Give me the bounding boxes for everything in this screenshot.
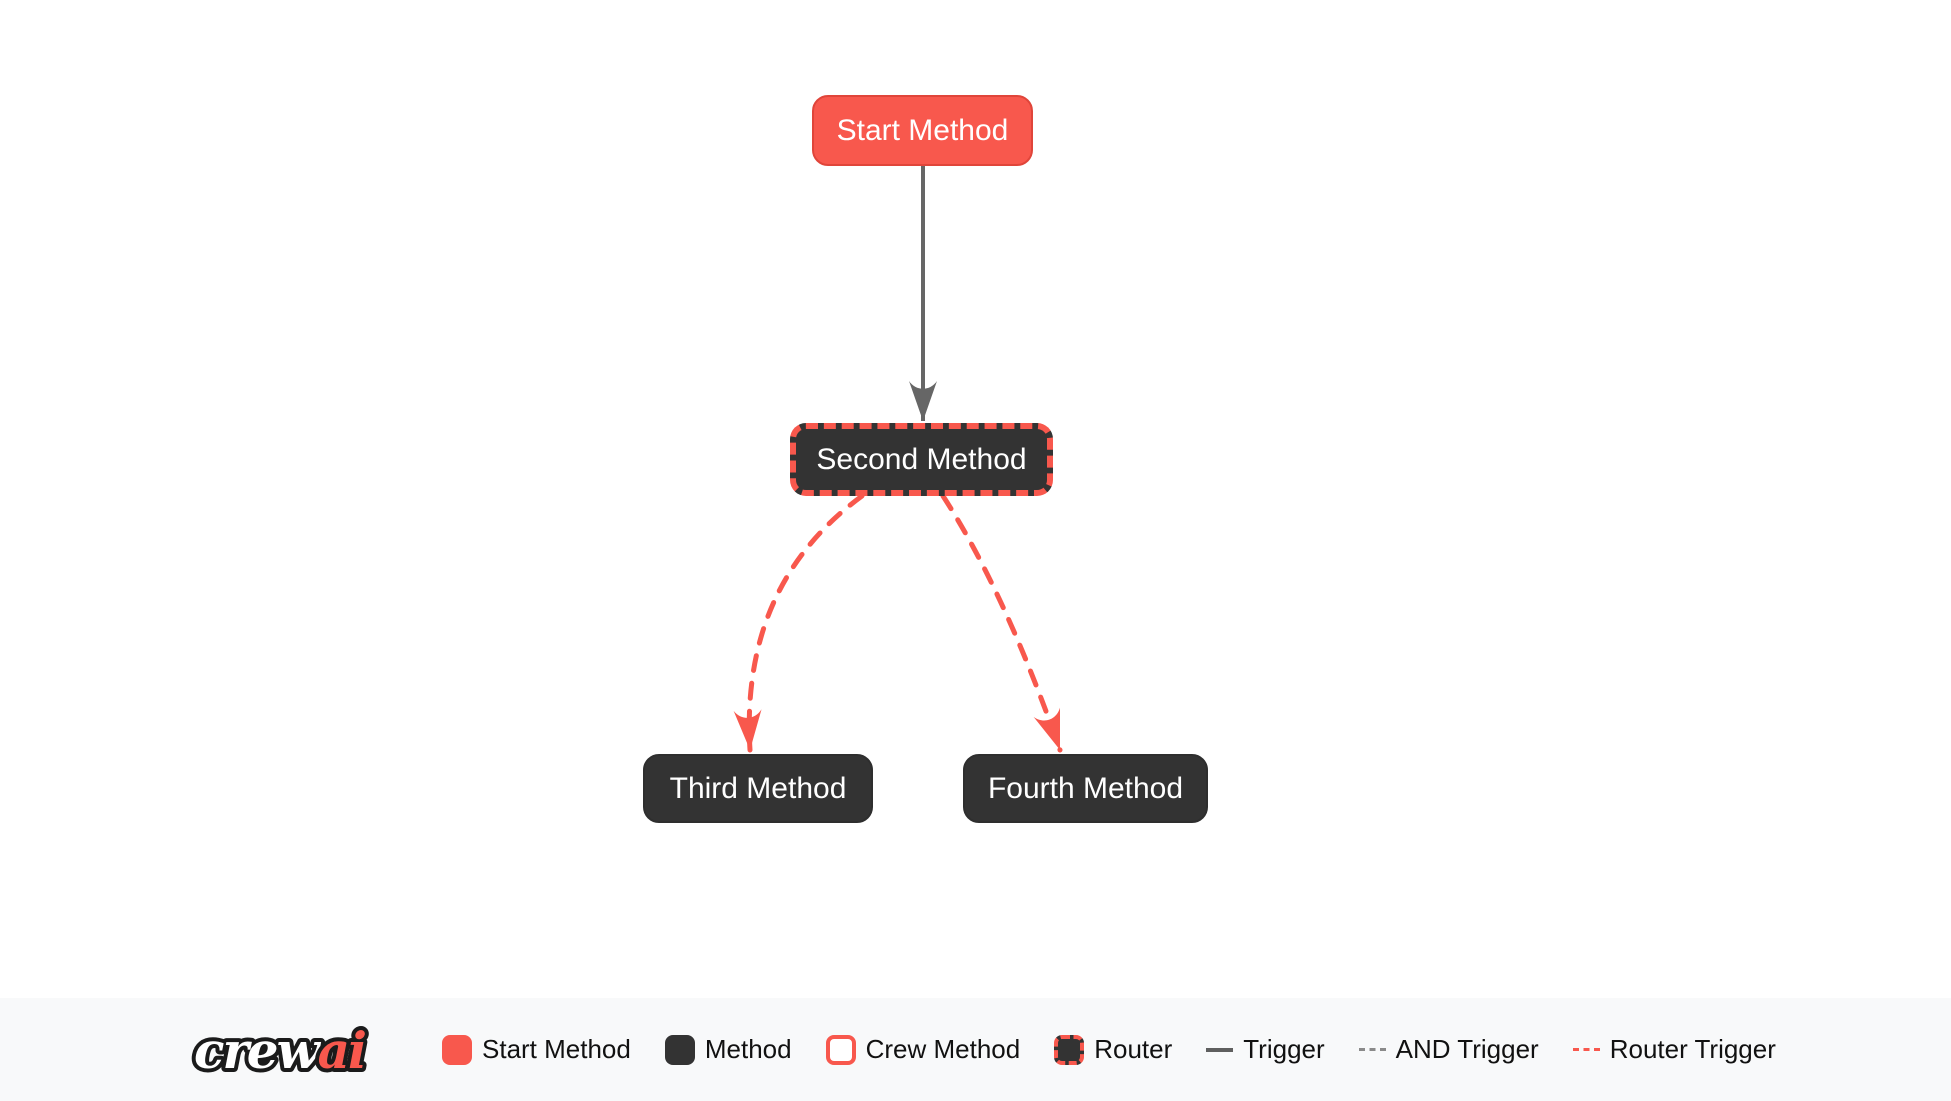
svg-text:crewai: crewai [194, 1021, 365, 1080]
start-method-swatch-icon [442, 1034, 472, 1065]
legend-bar: crewai Start Method Method Crew Method R… [0, 998, 1951, 1101]
crew-method-swatch-icon [825, 1034, 856, 1065]
edge-router-trigger-second-to-fourth[interactable] [940, 493, 1063, 753]
node-label: Third Method [669, 771, 847, 805]
legend-item-trigger: Trigger [1206, 1034, 1325, 1065]
edge-router-trigger-second-to-third[interactable] [733, 493, 865, 753]
router-trigger-line-icon [1572, 1048, 1600, 1051]
node-label: Second Method [816, 442, 1027, 476]
legend-item-crew-method: Crew Method [825, 1034, 1021, 1065]
legend-label: Router Trigger [1609, 1034, 1776, 1064]
legend-item-start-method: Start Method [442, 1034, 631, 1065]
node-third-method[interactable]: Third Method [643, 754, 873, 823]
legend-item-router-trigger: Router Trigger [1572, 1034, 1776, 1065]
legend-item-router: Router [1054, 1034, 1172, 1065]
node-fourth-method[interactable]: Fourth Method [963, 754, 1208, 823]
legend-item-method: Method [664, 1034, 792, 1065]
node-label: Start Method [836, 113, 1009, 147]
legend-label: Crew Method [865, 1034, 1021, 1064]
router-swatch-icon [1054, 1034, 1085, 1065]
legend-label: Method [704, 1034, 792, 1064]
legend-label: Start Method [482, 1034, 631, 1064]
logo-text-ai: ai [318, 1021, 365, 1080]
node-start-method[interactable]: Start Method [812, 95, 1033, 166]
legend-label: AND Trigger [1395, 1034, 1539, 1064]
node-label: Fourth Method [987, 771, 1184, 805]
method-swatch-icon [664, 1034, 695, 1065]
legend-item-and-trigger: AND Trigger [1358, 1034, 1539, 1065]
and-trigger-line-icon [1358, 1048, 1386, 1051]
legend-label: Trigger [1243, 1034, 1325, 1064]
legend-label: Router [1094, 1034, 1173, 1064]
trigger-line-icon [1206, 1047, 1234, 1052]
crewai-logo: crewai [190, 1017, 371, 1084]
logo-text-crew: crew [194, 1021, 322, 1080]
node-second-method-router[interactable]: Second Method [790, 423, 1053, 496]
